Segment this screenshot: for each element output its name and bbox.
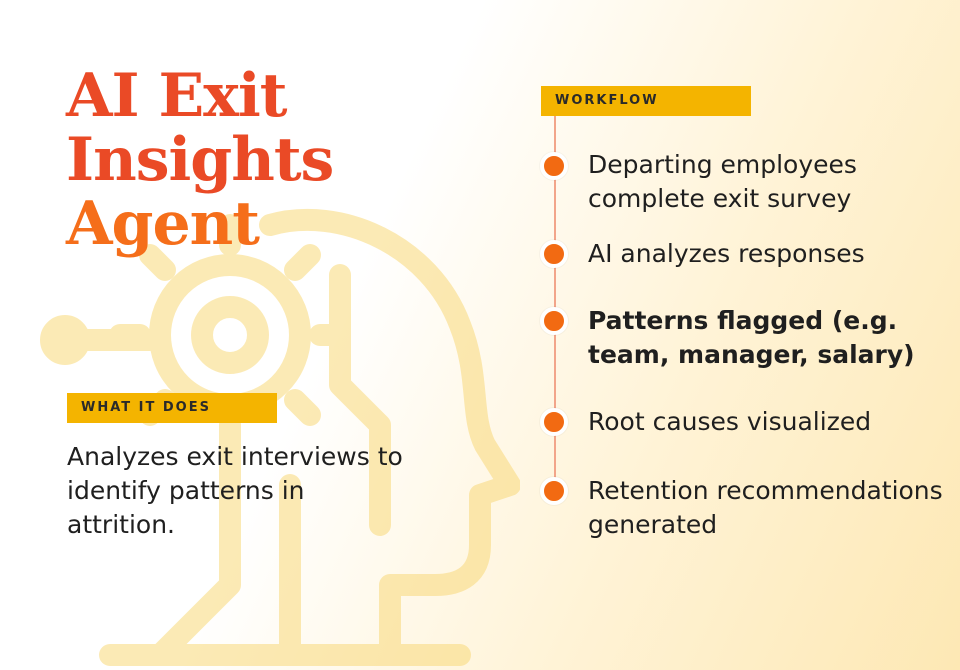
step-dot: [540, 152, 568, 180]
step-dot: [540, 408, 568, 436]
what-it-does-description: Analyzes exit interviews to identify pat…: [67, 442, 403, 539]
title-line-3: Agent: [66, 189, 260, 259]
step-text: Root causes visualized: [588, 407, 872, 436]
workflow-timeline-line: [554, 116, 556, 492]
step-text: Departing employees complete exit survey: [588, 150, 857, 213]
step-dot: [540, 307, 568, 335]
step-text: Patterns flagged (e.g. team, manager, sa…: [588, 306, 915, 369]
title-line-1: AI Exit: [66, 61, 288, 131]
page-title: AI Exit Insights Agent: [66, 61, 334, 259]
step-text: AI analyzes responses: [588, 239, 865, 268]
workflow-label: WORKFLOW: [541, 86, 751, 116]
step-text: Retention recommendations generated: [588, 476, 943, 539]
step-dot: [540, 240, 568, 268]
step-dot: [540, 477, 568, 505]
what-it-does-label: WHAT IT DOES: [67, 393, 277, 423]
title-line-2: Insights: [66, 125, 334, 195]
